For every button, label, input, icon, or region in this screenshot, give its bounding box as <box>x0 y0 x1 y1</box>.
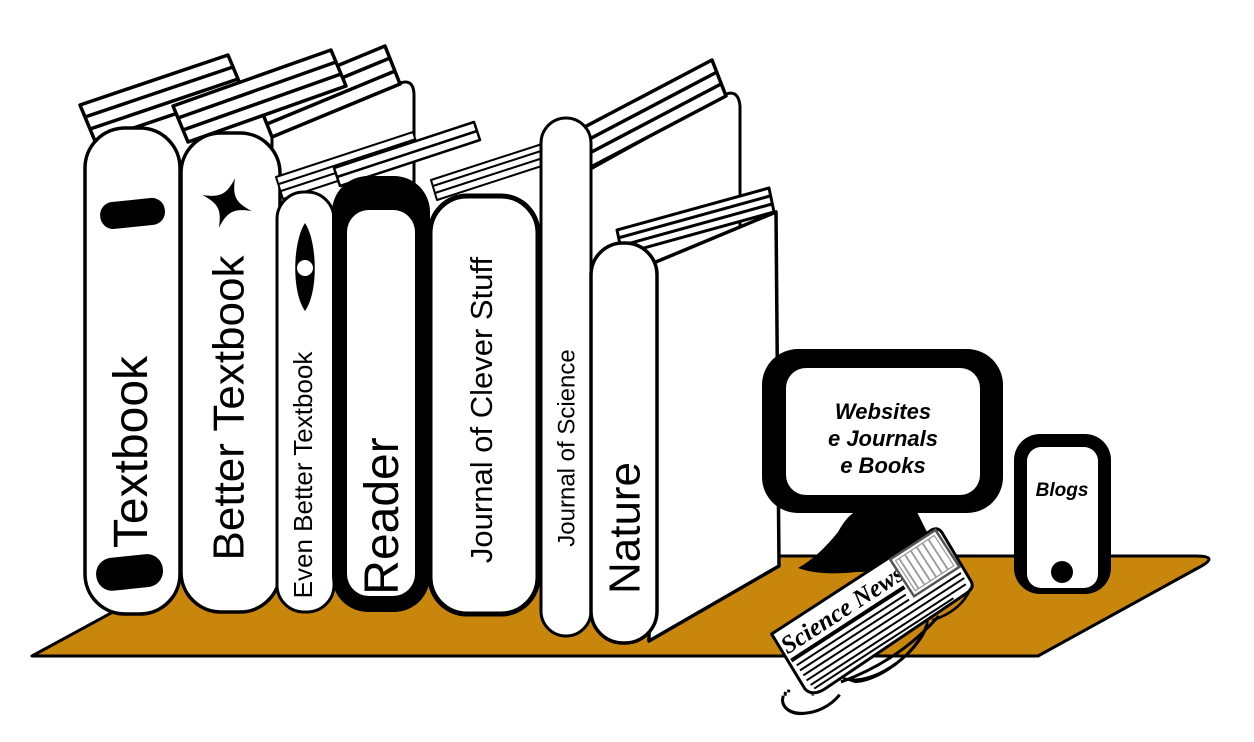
book-journal-of-clever-stuff: Journal of Clever Stuff <box>427 193 541 617</box>
phone-label: Blogs <box>1036 480 1089 501</box>
phone-home-button <box>1051 561 1073 583</box>
reader-inner <box>347 210 415 596</box>
monitor-line-2: e Journals <box>828 426 938 451</box>
monitor: Websites e Journals e Books <box>762 349 1003 574</box>
nature-cover <box>647 210 781 643</box>
star-icon <box>202 178 252 228</box>
book-textbook: Textbook <box>83 126 182 616</box>
book-reader: Reader <box>332 176 430 612</box>
book-better-textbook-label: Better Textbook <box>204 255 253 561</box>
newspaper-fold <box>780 689 841 715</box>
book-journal-of-science-label: Journal of Science <box>553 349 580 546</box>
monitor-screen <box>786 368 980 495</box>
book-journal-of-science: Journal of Science <box>539 116 593 638</box>
spine-band-top-icon <box>100 197 165 229</box>
newspaper-curl <box>842 620 929 684</box>
spine-band-bottom-icon <box>96 554 164 591</box>
book-journal-of-clever-stuff-label: Journal of Clever Stuff <box>464 257 499 564</box>
phone-screen <box>1027 447 1098 588</box>
eye-pupil <box>297 260 313 276</box>
book-reader-label: Reader <box>356 437 409 594</box>
better-textbook-pages <box>171 48 348 144</box>
book-textbook-label: Textbook <box>105 355 158 548</box>
book-nature-label: Nature <box>600 462 649 594</box>
phone: Blogs <box>1014 434 1111 594</box>
book-nature: Nature <box>589 186 781 645</box>
monitor-line-3: e Books <box>840 453 926 478</box>
reader-pages <box>332 120 482 188</box>
book-better-textbook: Better Textbook <box>179 131 282 614</box>
newspaper-text-lines <box>796 572 967 690</box>
newspaper-photo-box <box>888 528 962 599</box>
newspaper-divider <box>790 585 906 663</box>
book-even-better-textbook-label: Even Better Textbook <box>288 351 318 599</box>
book-even-better-textbook: Even Better Textbook <box>275 190 336 614</box>
monitor-line-1: Websites <box>835 399 931 424</box>
